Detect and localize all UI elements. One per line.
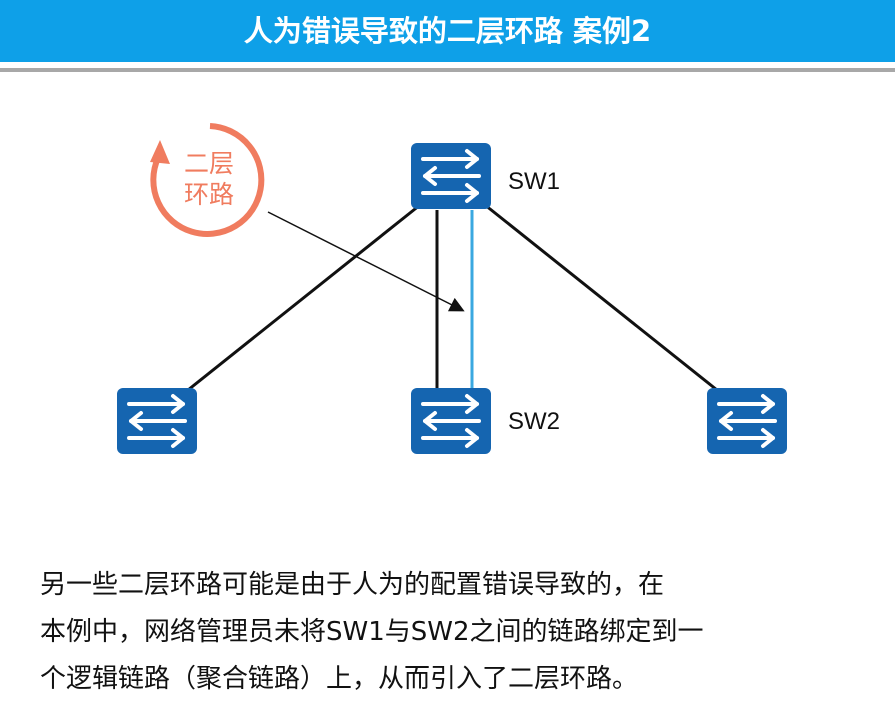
loop-label-2: 环路 (183, 180, 234, 209)
description-line: 本例中，网络管理员未将SW1与SW2之间的链路绑定到一 (40, 617, 704, 647)
link-sw1-left (187, 203, 421, 392)
loop-icon (150, 123, 265, 237)
slide-title: 人为错误导致的二层环路 案例2 (0, 0, 895, 62)
description-line: 个逻辑链路（聚合链路）上，从而引入了二层环路。 (40, 664, 639, 694)
title-divider (0, 68, 895, 72)
pointer-arrow (267, 211, 465, 312)
loop-badge: 二层 环路 (168, 148, 250, 210)
description: 另一些二层环路可能是由于人为的配置错误导致的，在 本例中，网络管理员未将SW1与… (40, 562, 860, 703)
link-sw1-right (484, 203, 718, 392)
switch-right-icon (705, 386, 789, 456)
loop-label-1: 二层 (183, 149, 234, 178)
links (187, 203, 718, 392)
switch-sw2-icon (409, 386, 493, 456)
description-line: 另一些二层环路可能是由于人为的配置错误导致的，在 (40, 570, 665, 600)
switch-sw1-icon (409, 141, 493, 211)
switch-left-icon (115, 386, 199, 456)
sw2-label: SW2 (508, 408, 561, 435)
sw1-label: SW1 (508, 168, 561, 195)
